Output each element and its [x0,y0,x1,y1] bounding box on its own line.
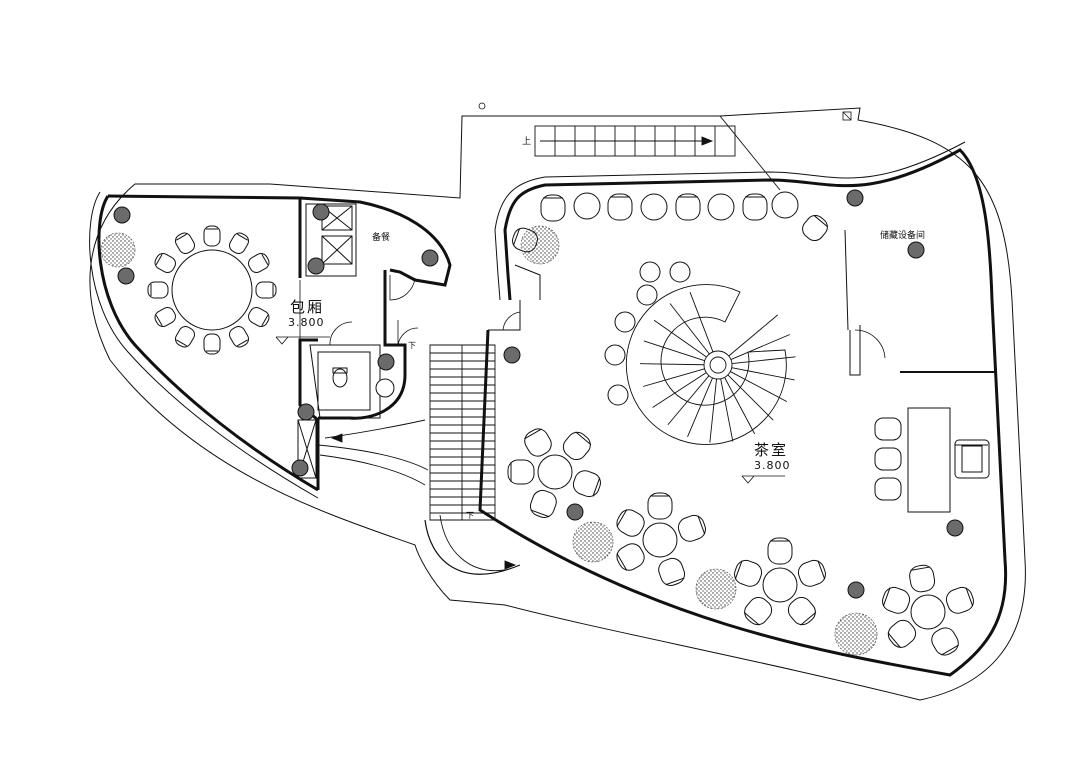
potted-plant [695,568,737,610]
chair [529,489,557,518]
ceiling-fixture [566,503,584,521]
bar-stool [604,344,626,366]
ceiling-fixture [421,249,439,267]
tea-room-elevation: 3.800 [754,459,791,472]
chair [658,557,686,586]
tea-room-walls [478,141,1008,677]
main-stair [317,344,521,575]
chair [882,586,911,614]
chair [154,253,176,273]
chair [175,232,195,254]
chair [229,326,249,348]
ceiling-fixture [946,519,964,537]
potted-plant [520,225,560,265]
chair [175,326,195,348]
bar-stool [639,261,661,283]
chair [203,225,221,247]
tea-room-name: 茶室 [754,441,789,459]
chair [147,281,169,299]
stair-down-mark: 下 [466,511,474,520]
bar-stool [669,261,691,283]
top-seating-row [512,191,829,253]
chair [616,509,645,537]
chair [203,333,221,355]
stair-down-mark-small: 下 [408,341,416,350]
tea-table [762,567,798,603]
ceiling-fixture [377,353,395,371]
tea-table [537,454,573,490]
chair [909,564,936,593]
wc-basin [375,378,395,398]
chair [229,232,249,254]
round-stool [707,193,735,221]
fixture-dots [113,189,964,599]
doors-left [299,275,419,346]
round-stool [640,193,668,221]
chair [797,559,826,587]
ceiling-fixture [291,459,309,477]
potted-plant [834,612,878,656]
potted-plant [572,521,614,563]
chair [743,596,773,626]
bar-stool [614,311,636,333]
ceiling-fixture [846,189,864,207]
private-room-walls [89,191,452,499]
stools [604,261,691,406]
tea-table [642,522,678,558]
chair [524,428,552,457]
pantry-label: 备餐 [372,233,391,243]
chair [787,596,817,626]
chair [931,627,959,656]
equipment-room-label: 储藏设备间 [880,231,926,241]
ceiling-fixture [847,581,865,599]
chair [248,307,270,327]
chair [945,586,974,614]
round-dining-table [147,225,277,355]
top-door-marks [478,102,852,121]
ceiling-fixture [907,241,925,259]
ceiling-fixture [297,403,315,421]
chair [675,193,701,221]
bar-counter [874,407,990,513]
chair [647,492,673,520]
chair [540,194,566,222]
ceiling-fixture [503,346,521,364]
chair [802,214,829,242]
plants [100,225,878,656]
chair [767,537,793,565]
round-stool [771,191,799,219]
bar-stool [607,384,629,406]
pantry-block [305,203,357,277]
outer-slab-outline [89,107,1026,701]
ceiling-fixture [307,257,325,275]
chair [507,459,535,485]
round-stool [573,192,601,220]
private-room-elevation: 3.800 [288,316,325,329]
private-room-name: 包厢 [290,298,325,316]
chair [255,281,277,299]
potted-plant [100,232,136,268]
chair [742,193,768,221]
tea-table-groups [507,428,974,656]
tea-table [910,594,946,630]
ceiling-fixture [113,206,131,224]
chair [572,470,601,498]
chair [607,193,633,221]
chair [887,619,917,649]
chair [616,543,645,571]
chair [154,307,176,327]
ceiling-fixture [312,203,330,221]
stair-up-mark: 上 [522,137,532,147]
upper-stair [534,115,781,191]
chair [677,514,706,542]
bar-stool [636,284,658,306]
chair [248,253,270,273]
spiral-stair [625,284,796,446]
ceiling-fixture [117,267,135,285]
elevation-markers [275,336,785,484]
chair [562,431,592,461]
wc-block [297,344,381,479]
chair [734,559,763,587]
